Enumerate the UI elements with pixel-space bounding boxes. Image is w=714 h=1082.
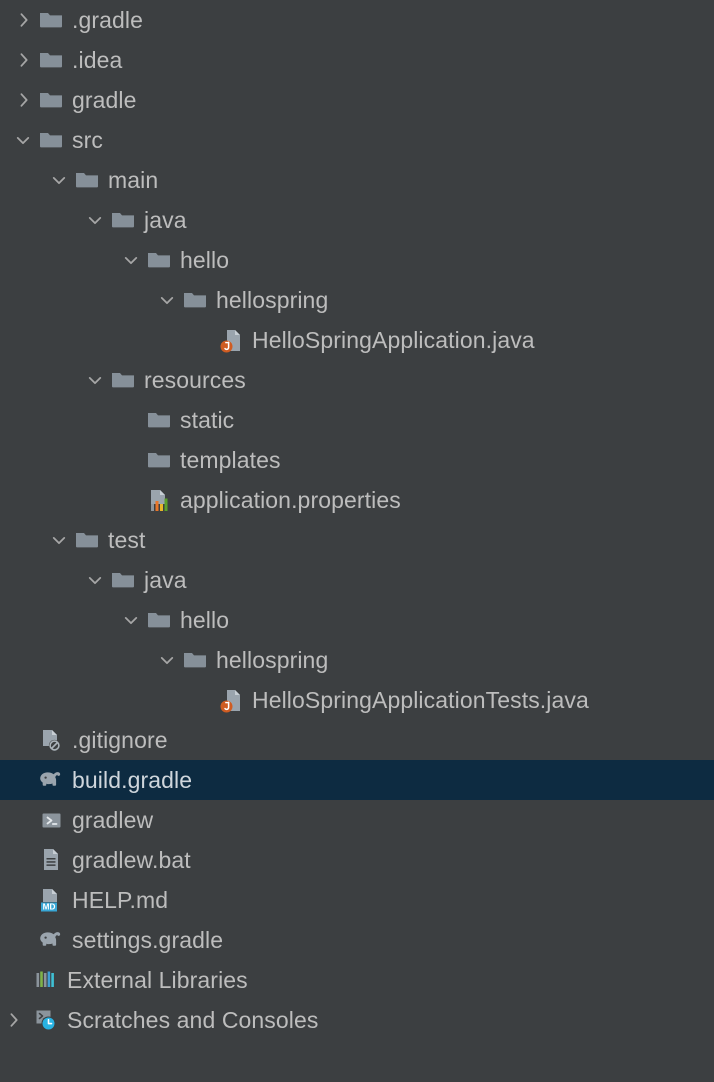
tree-row[interactable]: .gradle bbox=[0, 0, 714, 40]
tree-row[interactable]: gradlew.bat bbox=[0, 840, 714, 880]
tree-row[interactable]: java bbox=[0, 560, 714, 600]
tree-row[interactable]: hello bbox=[0, 240, 714, 280]
tree-row-label: .gradle bbox=[72, 7, 144, 33]
external-libraries-icon bbox=[31, 960, 61, 1000]
tree-row-label: java bbox=[144, 567, 187, 593]
chevron-down-icon[interactable] bbox=[154, 640, 180, 680]
folder-icon bbox=[36, 120, 66, 160]
tree-row-label: HelloSpringApplication.java bbox=[252, 327, 535, 353]
text-file-icon bbox=[36, 840, 66, 880]
markdown-file-icon: MD bbox=[36, 880, 66, 920]
folder-icon bbox=[144, 400, 174, 440]
tree-row[interactable]: hellospring bbox=[0, 640, 714, 680]
tree-row-label: gradlew bbox=[72, 807, 154, 833]
folder-icon bbox=[72, 520, 102, 560]
tree-row-label: gradlew.bat bbox=[72, 847, 191, 873]
tree-row-label: templates bbox=[180, 447, 281, 473]
tree-row-label: HelloSpringApplicationTests.java bbox=[252, 687, 589, 713]
scratches-icon bbox=[31, 1000, 61, 1040]
chevron-down-icon[interactable] bbox=[46, 520, 72, 560]
chevron-down-icon[interactable] bbox=[118, 240, 144, 280]
folder-icon bbox=[144, 240, 174, 280]
tree-row-label: Scratches and Consoles bbox=[67, 1007, 319, 1033]
properties-file-icon bbox=[144, 480, 174, 520]
folder-icon bbox=[108, 360, 138, 400]
gitignore-file-icon bbox=[36, 720, 66, 760]
tree-row[interactable]: static bbox=[0, 400, 714, 440]
gradle-elephant-icon bbox=[36, 760, 66, 800]
chevron-down-icon[interactable] bbox=[118, 600, 144, 640]
tree-row[interactable]: Scratches and Consoles bbox=[0, 1000, 714, 1040]
chevron-right-icon[interactable] bbox=[10, 80, 36, 120]
chevron-right-icon[interactable] bbox=[0, 1000, 26, 1040]
tree-row[interactable]: External Libraries bbox=[0, 960, 714, 1000]
chevron-down-icon[interactable] bbox=[10, 120, 36, 160]
tree-row[interactable]: settings.gradle bbox=[0, 920, 714, 960]
tree-row-label: hellospring bbox=[216, 647, 329, 673]
tree-row-label: settings.gradle bbox=[72, 927, 224, 953]
chevron-down-icon[interactable] bbox=[154, 280, 180, 320]
tree-row[interactable]: hellospring bbox=[0, 280, 714, 320]
chevron-down-icon[interactable] bbox=[82, 200, 108, 240]
folder-icon bbox=[108, 560, 138, 600]
tree-row[interactable]: test bbox=[0, 520, 714, 560]
tree-row-label: .idea bbox=[72, 47, 123, 73]
shell-script-icon bbox=[36, 800, 66, 840]
tree-row-label: HELP.md bbox=[72, 887, 169, 913]
folder-icon bbox=[180, 280, 210, 320]
gradle-elephant-icon bbox=[36, 920, 66, 960]
tree-row-label: build.gradle bbox=[72, 767, 193, 793]
folder-icon bbox=[144, 600, 174, 640]
tree-row[interactable]: HelloSpringApplication.java bbox=[0, 320, 714, 360]
tree-row-label: External Libraries bbox=[67, 967, 248, 993]
tree-row[interactable]: java bbox=[0, 200, 714, 240]
tree-row[interactable]: gradlew bbox=[0, 800, 714, 840]
tree-row[interactable]: src bbox=[0, 120, 714, 160]
tree-row-label: src bbox=[72, 127, 103, 153]
chevron-down-icon[interactable] bbox=[82, 360, 108, 400]
tree-row-label: hellospring bbox=[216, 287, 329, 313]
folder-icon bbox=[72, 160, 102, 200]
java-file-icon bbox=[216, 680, 246, 720]
folder-icon bbox=[36, 0, 66, 40]
tree-row-label: gradle bbox=[72, 87, 137, 113]
tree-row[interactable]: main bbox=[0, 160, 714, 200]
tree-row[interactable]: templates bbox=[0, 440, 714, 480]
svg-text:MD: MD bbox=[42, 902, 55, 911]
folder-icon bbox=[180, 640, 210, 680]
tree-row[interactable]: resources bbox=[0, 360, 714, 400]
tree-row-label: resources bbox=[144, 367, 246, 393]
tree-row-label: java bbox=[144, 207, 187, 233]
tree-row[interactable]: .idea bbox=[0, 40, 714, 80]
tree-row-label: hello bbox=[180, 607, 230, 633]
tree-row-label: .gitignore bbox=[72, 727, 168, 753]
tree-row[interactable]: hello bbox=[0, 600, 714, 640]
tree-row[interactable]: MD HELP.md bbox=[0, 880, 714, 920]
java-file-icon bbox=[216, 320, 246, 360]
chevron-down-icon[interactable] bbox=[82, 560, 108, 600]
tree-row[interactable]: gradle bbox=[0, 80, 714, 120]
tree-row[interactable]: build.gradle bbox=[0, 760, 714, 800]
tree-row[interactable]: HelloSpringApplicationTests.java bbox=[0, 680, 714, 720]
tree-row-label: hello bbox=[180, 247, 230, 273]
tree-row-label: application.properties bbox=[180, 487, 401, 513]
folder-icon bbox=[108, 200, 138, 240]
tree-row-label: static bbox=[180, 407, 235, 433]
chevron-right-icon[interactable] bbox=[10, 40, 36, 80]
chevron-down-icon[interactable] bbox=[46, 160, 72, 200]
tree-row-label: main bbox=[108, 167, 159, 193]
chevron-right-icon[interactable] bbox=[10, 0, 36, 40]
tree-row[interactable]: application.properties bbox=[0, 480, 714, 520]
folder-icon bbox=[36, 40, 66, 80]
folder-icon bbox=[36, 80, 66, 120]
folder-icon bbox=[144, 440, 174, 480]
tree-row-label: test bbox=[108, 527, 146, 553]
tree-row[interactable]: .gitignore bbox=[0, 720, 714, 760]
